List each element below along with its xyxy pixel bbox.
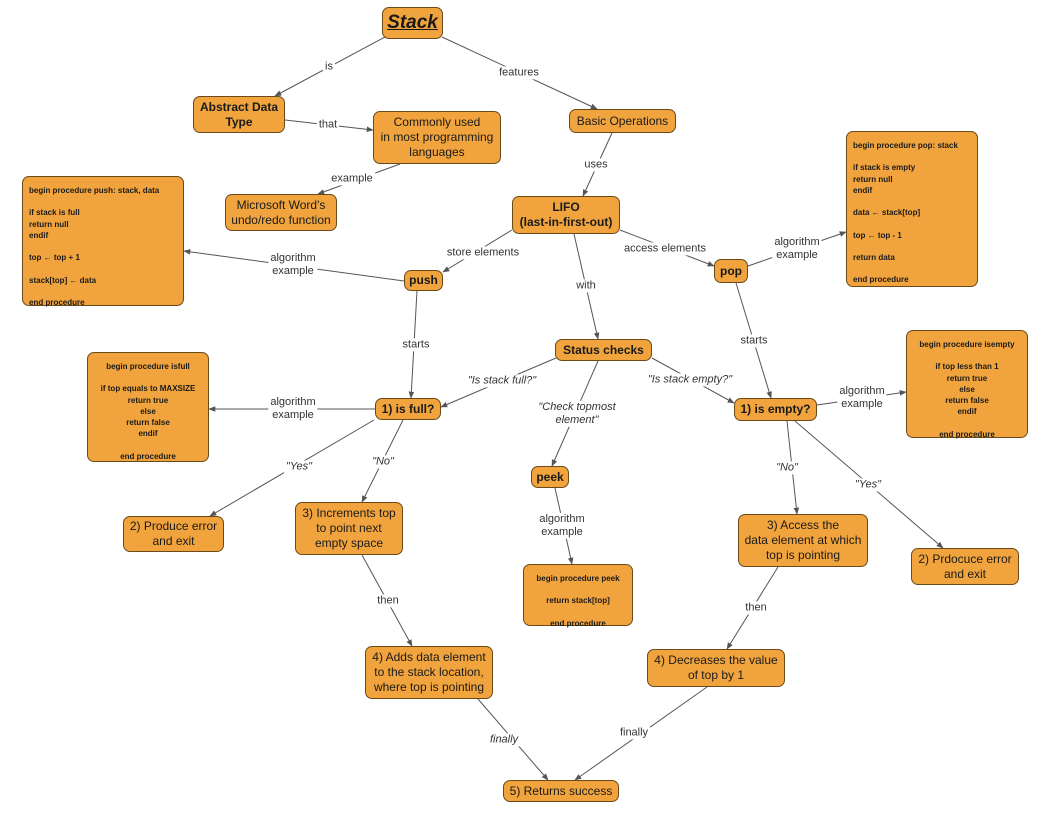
code-box-isempty: begin procedure isempty if top less than… (906, 330, 1028, 439)
node-stack: Stack (382, 7, 443, 39)
edge-label-then-left: then (375, 594, 401, 608)
edge-label-with: with (574, 279, 598, 293)
node-is-full: 1) is full? (375, 398, 441, 420)
node-decreases-top: 4) Decreases the value of top by 1 (647, 649, 785, 687)
node-lifo: LIFO (last-in-first-out) (512, 196, 620, 234)
edge-label-features: features (497, 66, 541, 80)
node-returns-success: 5) Returns success (503, 780, 619, 802)
edge-label-push-algorithm: algorithm example (268, 251, 318, 279)
edge-label-empty-no: "No" (774, 461, 800, 475)
edge-label-is-stack-full: "Is stack full?" (465, 374, 539, 388)
edge-label-then-right: then (743, 601, 769, 615)
edge-label-empty-algorithm: algorithm example (837, 384, 887, 412)
edge-label-example: example (329, 172, 375, 186)
edge-label-check-topmost: "Check topmost element" (536, 400, 618, 428)
edge-label-store-elements: store elements (444, 246, 522, 260)
edge-label-access-elements: access elements (622, 242, 708, 256)
edge-label-push-starts: starts (400, 338, 432, 352)
edge-label-that: that (316, 118, 340, 132)
node-microsoft-word: Microsoft Word's undo/redo function (225, 194, 337, 231)
edge-label-finally-left: finally (487, 733, 521, 747)
node-status-checks: Status checks (555, 339, 652, 361)
node-abstract-data-type: Abstract Data Type (193, 96, 285, 133)
node-prdocuce-error: 2) Prdocuce error and exit (911, 548, 1019, 585)
edge-label-full-no: "No" (370, 455, 396, 469)
node-push: push (404, 270, 443, 291)
code-box-isfull: begin procedure isfull if top equals to … (87, 352, 209, 462)
code-box-peek: begin procedure peek return stack[top] e… (523, 564, 633, 628)
code-box-pop: begin procedure pop: stack if stack is e… (846, 131, 978, 287)
edge-label-full-yes: "Yes" (283, 460, 315, 474)
edge-label-pop-starts: starts (738, 334, 770, 348)
node-is-empty: 1) is empty? (734, 398, 817, 421)
code-box-push: begin procedure push: stack, data if sta… (22, 176, 184, 307)
edge-label-peek-algorithm: algorithm example (537, 512, 587, 540)
edge-label-finally-right: finally (617, 726, 651, 740)
edge-label-is: is (323, 60, 335, 74)
node-pop: pop (714, 259, 748, 283)
edge-label-is-stack-empty: "Is stack empty?" (645, 373, 735, 387)
node-basic-operations: Basic Operations (569, 109, 676, 133)
edge-label-empty-yes: "Yes" (852, 478, 884, 492)
node-access-data-element: 3) Access the data element at which top … (738, 514, 868, 567)
edge-label-pop-algorithm: algorithm example (772, 235, 822, 263)
node-adds-data-element: 4) Adds data element to the stack locati… (365, 646, 493, 699)
node-increments-top: 3) Increments top to point next empty sp… (295, 502, 403, 555)
node-produce-error: 2) Produce error and exit (123, 516, 224, 552)
node-peek: peek (531, 466, 569, 488)
edge-label-uses: uses (582, 158, 610, 172)
edge-label-full-algorithm: algorithm example (268, 395, 318, 423)
node-commonly-used: Commonly used in most programming langua… (373, 111, 501, 164)
